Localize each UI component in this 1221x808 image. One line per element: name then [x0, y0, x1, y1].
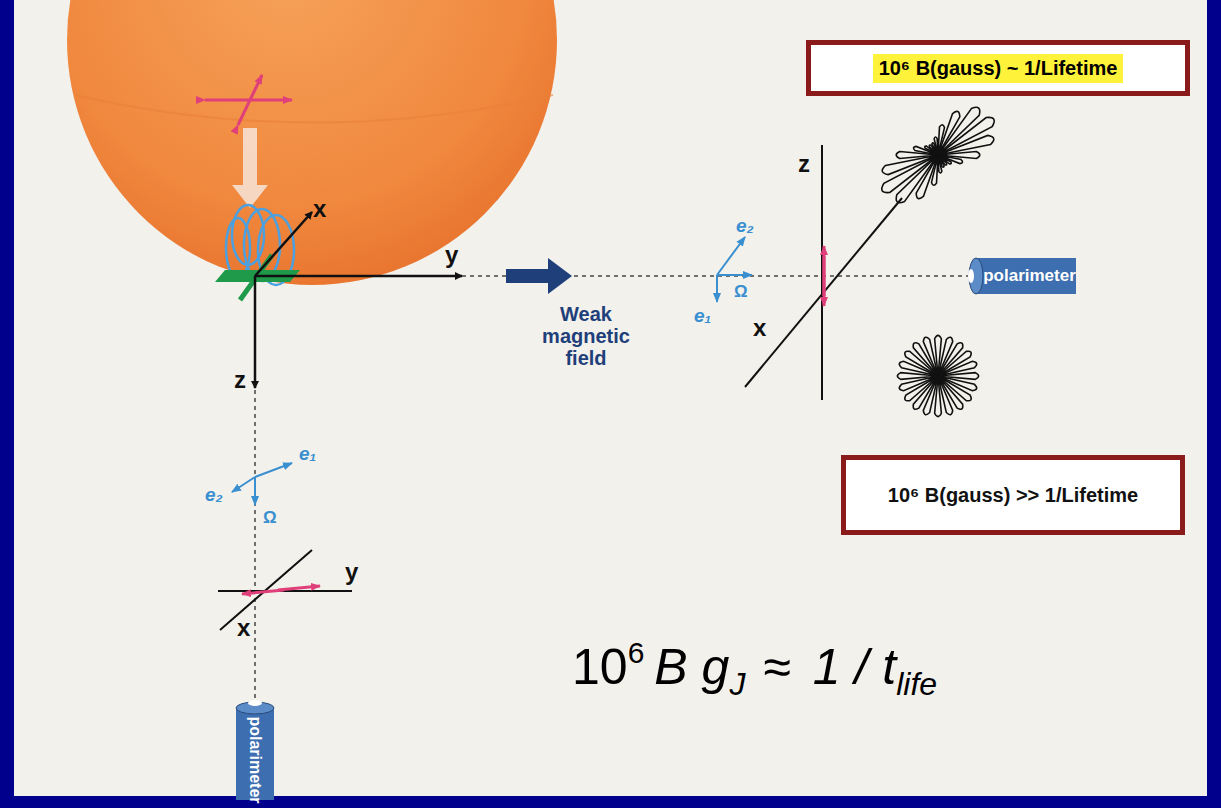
formula-part: 6 — [628, 636, 645, 669]
axis-label: y — [345, 559, 358, 585]
condition-text: 10⁶ B(gauss) >> 1/Lifetime — [888, 484, 1138, 507]
polar-lobe — [882, 155, 938, 193]
condition-box: 10⁶ B(gauss) ~ 1/Lifetime — [806, 40, 1190, 96]
polar-lobe — [938, 117, 994, 155]
polarimeter-label: polarimeter — [983, 266, 1076, 286]
field-label: Weak magnetic field — [531, 303, 641, 369]
axis-label: x — [237, 615, 250, 641]
polarimeter: polarimeter — [236, 714, 274, 806]
formula: 106 B gJ ≈1 / tlife — [572, 636, 951, 703]
basis-vector-label: e₂ — [736, 216, 754, 237]
axis-label: z — [798, 151, 810, 177]
formula-part: 10 — [572, 639, 628, 695]
basis-vector-label: e₁ — [299, 444, 316, 465]
formula-part: life — [896, 666, 937, 702]
polar-lobe — [938, 135, 994, 155]
formula-part: ≈ — [763, 639, 790, 695]
omega-label: Ω — [263, 509, 277, 528]
axis-label: y — [445, 242, 458, 268]
polarimeter-label: polarimeter — [246, 716, 264, 803]
axis-label: z — [234, 367, 246, 393]
polarimeter: polarimeter — [980, 258, 1079, 294]
condition-text: 10⁶ B(gauss) ~ 1/Lifetime — [873, 54, 1124, 83]
axis-label: x — [313, 196, 326, 222]
basis-vector-label: e₂ — [205, 485, 223, 506]
formula-part: B g — [654, 639, 729, 695]
formula-part: J — [729, 666, 745, 702]
axis-label: x — [753, 315, 766, 341]
omega-label: Ω — [734, 283, 748, 302]
condition-box: 10⁶ B(gauss) >> 1/Lifetime — [841, 455, 1185, 535]
basis-vector-label: e₁ — [694, 306, 711, 327]
polar-lobe — [938, 361, 977, 376]
formula-part: 1 / t — [813, 639, 896, 695]
